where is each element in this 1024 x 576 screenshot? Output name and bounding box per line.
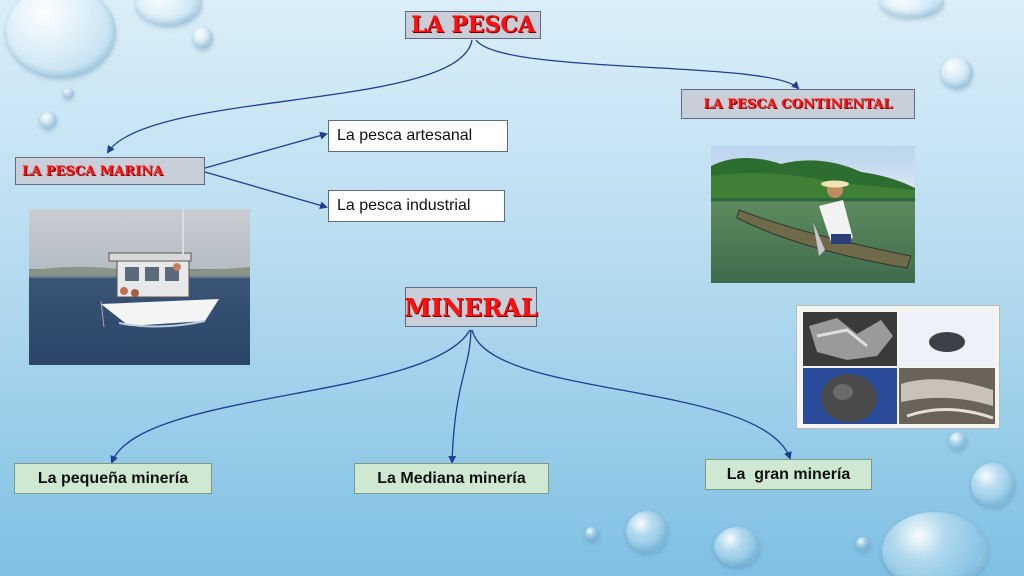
node-pesca-industrial: La pesca industrial [328, 190, 505, 222]
water-drop [193, 27, 213, 49]
node-pesca-marina-label: La pesca marina [22, 163, 164, 179]
connector-mineral-to-mediana [448, 329, 472, 464]
node-pesca-continental-label: La pesca continental [703, 96, 893, 112]
mineral-samples-photo [796, 305, 1000, 429]
node-pesca-continental: La pesca continental [681, 89, 915, 119]
node-la-pesca-label: La pesca [411, 12, 535, 38]
connector-mineral-to-gran [471, 329, 792, 460]
node-mediana-mineria: La Mediana minería [354, 463, 549, 494]
node-mineral: Mineral [404, 287, 538, 327]
node-pequena-mineria-label: La pequeña minería [37, 469, 189, 487]
node-pesca-artesanal: La pesca artesanal [328, 120, 508, 152]
water-drop [856, 537, 870, 551]
water-drop [880, 0, 944, 18]
connector-mineral-to-pequena [110, 329, 471, 464]
marine-fishing-boat-photo [29, 209, 250, 365]
water-drop [40, 112, 57, 129]
water-drop [949, 432, 967, 450]
node-mediana-mineria-label: La Mediana minería [377, 469, 526, 487]
water-drop [941, 57, 973, 89]
river-fishing-photo [711, 146, 915, 283]
node-pesca-artesanal-label: La pesca artesanal [337, 127, 473, 144]
connector-marina-to-industrial [204, 171, 328, 210]
water-drop [714, 527, 760, 567]
water-drop [971, 463, 1015, 507]
node-pesca-industrial-label: La pesca industrial [337, 197, 471, 214]
node-pequena-mineria: La pequeña minería [14, 463, 212, 494]
node-la-pesca: La pesca [405, 11, 541, 39]
water-drop [63, 88, 74, 99]
node-gran-mineria-label: La gran minería [726, 465, 851, 483]
water-drop [626, 511, 668, 553]
connector-marina-to-artesanal [204, 131, 328, 169]
water-drop [882, 512, 988, 576]
water-drop [585, 527, 599, 541]
node-mineral-label: Mineral [404, 292, 538, 322]
connector-pesca-to-marina [106, 39, 473, 154]
node-gran-mineria: La gran minería [705, 459, 872, 490]
node-pesca-marina: La pesca marina [15, 157, 205, 185]
connector-pesca-to-continental [475, 39, 800, 90]
water-drop [6, 0, 116, 78]
